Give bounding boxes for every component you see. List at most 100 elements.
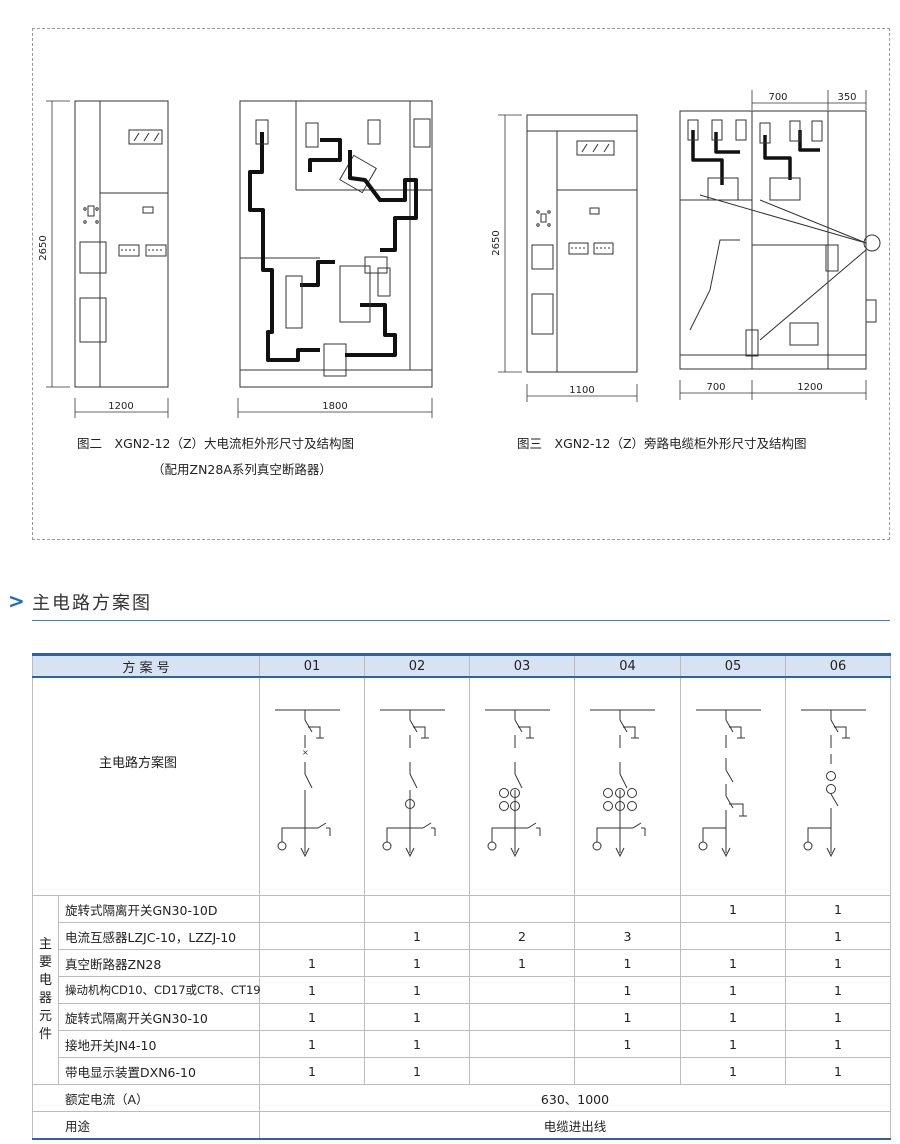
- fig2-height-dim: 2650: [38, 235, 49, 260]
- scheme-number: 05: [680, 653, 787, 678]
- table-cell: 1: [680, 1057, 787, 1085]
- circuit-diagram-03: [469, 676, 576, 896]
- table-cell: 1: [785, 1057, 892, 1085]
- table-cell: 1: [785, 1003, 892, 1031]
- table-header-row: 方 案 号 01 02 03 04 05 06: [31, 653, 892, 678]
- table-cell: 1: [574, 976, 682, 1004]
- rated-current-value: 630、1000: [259, 1084, 892, 1112]
- component-name: 接地开关JN4-10: [57, 1030, 261, 1058]
- rated-current-label: 额定电流（A）: [31, 1084, 261, 1112]
- table-cell: 1: [785, 1030, 892, 1058]
- fig3-side-section: [679, 110, 881, 370]
- scheme-number: 03: [469, 653, 576, 678]
- component-name: 真空断路器ZN28: [57, 949, 261, 977]
- table-cell: 1: [259, 1003, 366, 1031]
- section-arrow-icon: >: [8, 589, 25, 613]
- diagram-row: 主电路方案图 ×: [31, 676, 892, 896]
- circuit-diagram-06: [785, 676, 892, 896]
- fig2-busbars: [248, 132, 418, 362]
- table-cell: 1: [574, 1030, 682, 1058]
- circuit-diagram-02: [364, 676, 471, 896]
- component-name: 旋转式隔离开关GN30-10D: [57, 895, 261, 923]
- table-cell: 1: [680, 1030, 787, 1058]
- table-cell: 1: [574, 1003, 682, 1031]
- fig3-width-dim: 1100: [569, 385, 594, 396]
- table-cell: 1: [364, 1057, 471, 1085]
- table-cell: [469, 1057, 576, 1085]
- diagram-row-label: 主电路方案图: [99, 756, 178, 771]
- table-cell: 1: [259, 949, 366, 977]
- table-row: 真空断路器ZN28 1 1 1 1 1 1: [33, 949, 892, 977]
- table-cell: 1: [364, 1030, 471, 1058]
- component-name: 操动机构CD10、CD17或CT8、CT19: [57, 976, 261, 1004]
- table-cell: [574, 895, 682, 923]
- table-cell: [469, 1003, 576, 1031]
- fig3-bottom-dim-b: 1200: [797, 382, 822, 393]
- usage-value: 电缆进出线: [259, 1111, 892, 1140]
- table-cell: [680, 922, 787, 950]
- table-cell: [259, 922, 366, 950]
- table-cell: [364, 895, 471, 923]
- fig3-front-view: [526, 114, 638, 373]
- table-cell: 1: [469, 949, 576, 977]
- table-row: 带电显示装置DXN6-10 1 1 1 1: [33, 1057, 892, 1085]
- fig2-depth-dim: 1800: [322, 401, 347, 412]
- scheme-number: 01: [259, 653, 366, 678]
- table-row: 电流互感器LZJC-10，LZZJ-10 1 2 3 1: [33, 922, 892, 950]
- table-row: 主 要 电 器 元 件 旋转式隔离开关GN30-10D 1 1: [32, 895, 892, 1085]
- table-cell: 1: [259, 976, 366, 1004]
- component-name: 旋转式隔离开关GN30-10: [57, 1003, 261, 1031]
- table-cell: [574, 1057, 682, 1085]
- table-cell: [259, 895, 366, 923]
- fig2-width-dim: 1200: [108, 401, 133, 412]
- scheme-number: 02: [364, 653, 471, 678]
- table-row: 旋转式隔离开关GN30-10 1 1 1 1 1: [33, 1003, 892, 1031]
- table-row: 接地开关JN4-10 1 1 1 1 1: [33, 1030, 892, 1058]
- table-cell: 1: [259, 1030, 366, 1058]
- table-cell: 1: [364, 949, 471, 977]
- circuit-diagram-05: [680, 676, 787, 896]
- component-group-label: 主 要 电 器 元 件: [32, 895, 59, 1085]
- table-cell: 1: [364, 1003, 471, 1031]
- component-name: 电流互感器LZJC-10，LZZJ-10: [57, 922, 261, 950]
- fig2-side-section: [239, 100, 433, 388]
- table-cell: [469, 895, 576, 923]
- scheme-table: 方 案 号 01 02 03 04 05 06 主电路方案图 ×: [31, 653, 892, 1140]
- usage-label: 用途: [31, 1111, 261, 1140]
- cabinet-drawings: 2650 1200 1800: [38, 90, 881, 418]
- table-cell: 1: [364, 976, 471, 1004]
- table-cell: 1: [680, 976, 787, 1004]
- circuit-diagram-04: [574, 676, 682, 896]
- component-name: 带电显示装置DXN6-10: [57, 1057, 261, 1085]
- fig3-caption: 图三 XGN2-12（Z）旁路电缆柜外形尺寸及结构图: [517, 436, 807, 451]
- table-cell: 1: [785, 976, 892, 1004]
- svg-text:×: ×: [302, 748, 309, 757]
- fig3-top-dim-a: 700: [768, 92, 787, 103]
- scheme-number: 04: [574, 653, 682, 678]
- figure-frame: [32, 28, 890, 540]
- fig3-top-dim-b: 350: [837, 92, 856, 103]
- fig2-front-view: [74, 100, 169, 388]
- table-cell: 1: [785, 895, 892, 923]
- rated-current-row: 额定电流（A） 630、1000: [31, 1084, 892, 1112]
- section-divider: [32, 620, 890, 621]
- section-title: 主电路方案图: [32, 593, 152, 614]
- table-cell: 1: [680, 895, 787, 923]
- table-row: 操动机构CD10、CD17或CT8、CT19 1 1 1 1 1: [33, 976, 892, 1004]
- fig3-height-dim: 2650: [491, 230, 502, 255]
- table-cell: 1: [574, 949, 682, 977]
- table-cell: 1: [785, 922, 892, 950]
- table-cell: 1: [364, 922, 471, 950]
- table-cell: 1: [680, 949, 787, 977]
- table-cell: 1: [680, 1003, 787, 1031]
- header-label: 方 案 号: [31, 653, 261, 678]
- table-cell: 1: [259, 1057, 366, 1085]
- usage-row: 用途 电缆进出线: [31, 1111, 892, 1140]
- table-cell: [469, 976, 576, 1004]
- table-cell: [469, 1030, 576, 1058]
- table-cell: 2: [469, 922, 576, 950]
- fig2-caption: 图二 XGN2-12（Z）大电流柜外形尺寸及结构图: [77, 436, 355, 451]
- fig3-bottom-dim-a: 700: [706, 382, 725, 393]
- fig2-subcaption: （配用ZN28A系列真空断路器）: [152, 462, 332, 477]
- table-cell: 3: [574, 922, 682, 950]
